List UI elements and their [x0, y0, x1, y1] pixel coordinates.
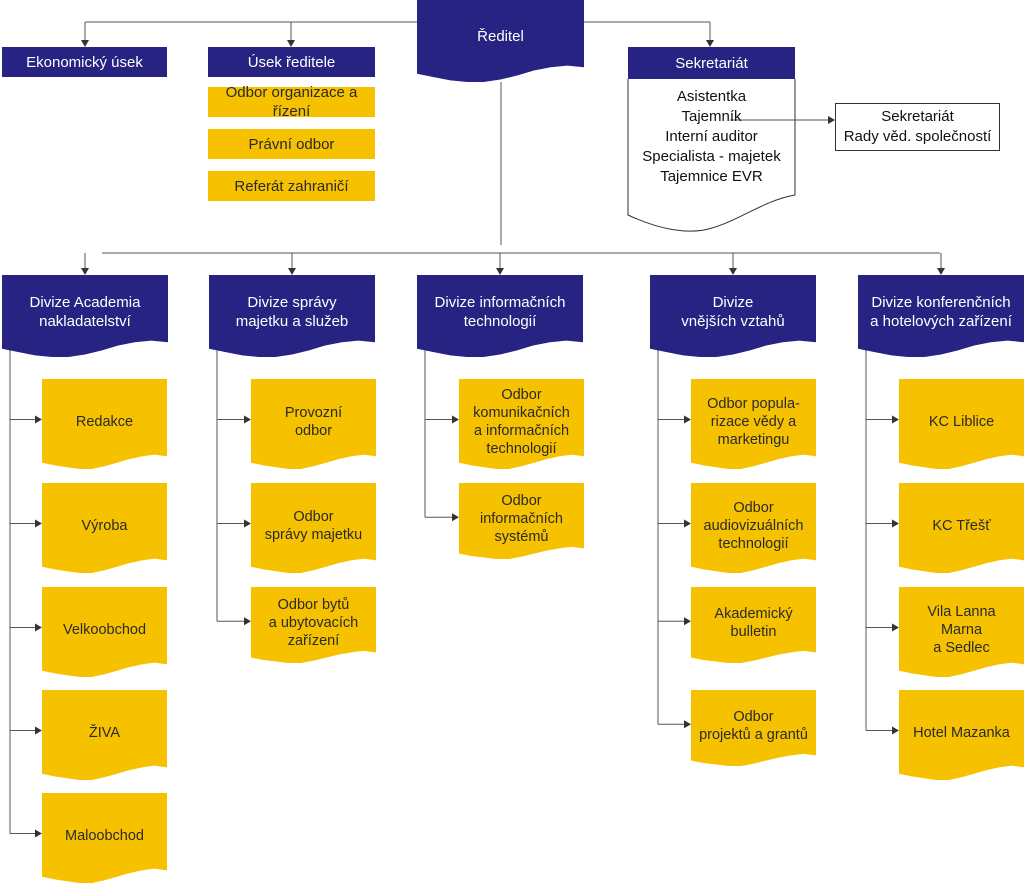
department-label: Maloobchod — [65, 827, 144, 844]
department-label: KC Třešť — [932, 517, 991, 534]
department-box: Odbor informačních systémů — [459, 483, 584, 559]
secretariat-staff-panel-outline — [627, 79, 796, 232]
department-box: Vila Lanna Marna a Sedlec — [899, 587, 1024, 677]
arrowhead-right — [35, 623, 42, 632]
department-box: Odbor popula- rizace vědy a marketingu — [691, 379, 816, 469]
arrowhead-right — [452, 415, 459, 424]
arrowhead-right — [684, 415, 691, 424]
director-office-item-label: Odbor organizace a řízení — [225, 84, 358, 120]
department-label: Odbor správy majetku — [264, 508, 363, 543]
arrowhead-right — [244, 519, 251, 528]
department-box: KC Třešť — [899, 483, 1024, 573]
arrowhead-right — [828, 116, 835, 124]
department-label: Velkoobchod — [62, 621, 147, 638]
secretariat-staff-item: Tajemník — [681, 107, 742, 125]
economic-unit-box: Ekonomický úsek — [2, 47, 167, 77]
division-header-label: Divize správy majetku a služeb — [235, 293, 349, 330]
secretariat-label: Sekretariát — [675, 54, 748, 72]
arrowhead-down — [287, 40, 295, 47]
department-label: Redakce — [75, 413, 134, 430]
department-box: Maloobchod — [42, 793, 167, 883]
division-header: Divize konferenčních a hotelových zaříze… — [858, 275, 1024, 357]
director-office-item: Odbor organizace a řízení — [208, 84, 375, 120]
division-header: Divize správy majetku a služeb — [209, 275, 375, 357]
arrowhead-right — [35, 415, 42, 424]
arrowhead-right — [892, 726, 899, 735]
department-label: KC Liblice — [928, 413, 995, 430]
arrowhead-down — [81, 268, 89, 275]
arrowhead-right — [684, 720, 691, 729]
scientific-societies-secretariat-box: Sekretariát Rady věd. společností — [835, 103, 1000, 151]
secretariat-staff-list: Asistentka Tajemník Interní auditor Spec… — [628, 79, 795, 204]
department-label: Odbor popula- rizace vědy a marketingu — [707, 395, 800, 448]
department-box: ŽIVA — [42, 690, 167, 780]
arrowhead-right — [892, 519, 899, 528]
department-label: Odbor bytů a ubytovacích zařízení — [268, 596, 359, 649]
arrowhead-right — [684, 519, 691, 528]
department-box: Odbor projektů a grantů — [691, 690, 816, 766]
director-office-label: Úsek ředitele — [247, 53, 336, 71]
division-header-label: Divize informačních technologií — [434, 293, 566, 330]
arrowhead-right — [452, 513, 459, 522]
arrowhead-down — [288, 268, 296, 275]
secretariat-box: Sekretariát — [628, 47, 795, 79]
department-label: Odbor audiovizuálních technologií — [703, 499, 804, 552]
secretariat-staff-item: Interní auditor — [665, 127, 758, 145]
arrowhead-right — [892, 415, 899, 424]
director-office-box: Úsek ředitele — [208, 47, 375, 77]
department-box: Odbor bytů a ubytovacích zařízení — [251, 587, 376, 663]
division-header-label: Divize Academia nakladatelství — [29, 293, 141, 330]
department-box: Odbor správy majetku — [251, 483, 376, 573]
division-header: Divize informačních technologií — [417, 275, 583, 357]
arrowhead-down — [937, 268, 945, 275]
division-header-label: Divize vnějších vztahů — [681, 293, 785, 330]
department-label: Hotel Mazanka — [913, 724, 1010, 741]
division-header: Divize vnějších vztahů — [650, 275, 816, 357]
department-box: Hotel Mazanka — [899, 690, 1024, 780]
arrowhead-right — [684, 617, 691, 626]
director-office-item: Právní odbor — [208, 129, 375, 159]
department-label: Provozní odbor — [284, 404, 343, 439]
department-box: Redakce — [42, 379, 167, 469]
director-office-item-label: Referát zahraničí — [234, 177, 349, 195]
director-office-item-label: Právní odbor — [248, 135, 335, 153]
department-label: Odbor projektů a grantů — [699, 708, 808, 743]
department-label: Odbor komunikačních a informačních techn… — [473, 386, 570, 457]
arrowhead-right — [35, 519, 42, 528]
department-label: Akademický bulletin — [714, 605, 793, 640]
department-label: Vila Lanna Marna a Sedlec — [927, 603, 996, 656]
department-box: Provozní odbor — [251, 379, 376, 469]
director-office-item: Referát zahraničí — [208, 171, 375, 201]
secretariat-staff-item: Tajemnice EVR — [660, 167, 763, 185]
arrowhead-right — [35, 726, 42, 735]
department-label: Výroba — [81, 517, 128, 534]
department-box: KC Liblice — [899, 379, 1024, 469]
arrowhead-right — [244, 415, 251, 424]
division-header-label: Divize konferenčních a hotelových zaříze… — [870, 293, 1012, 330]
department-label: Odbor informačních systémů — [479, 492, 563, 545]
arrowhead-right — [244, 617, 251, 626]
arrowhead-down — [729, 268, 737, 275]
department-box: Výroba — [42, 483, 167, 573]
economic-unit-label: Ekonomický úsek — [26, 53, 143, 71]
secretariat-staff-item: Specialista - majetek — [642, 147, 781, 165]
department-box: Akademický bulletin — [691, 587, 816, 663]
department-box: Odbor audiovizuálních technologií — [691, 483, 816, 573]
arrowhead-down — [706, 40, 714, 47]
division-header: Divize Academia nakladatelství — [2, 275, 168, 357]
department-box: Odbor komunikačních a informačních techn… — [459, 379, 584, 469]
secretariat-staff-item: Asistentka — [676, 87, 747, 105]
scientific-societies-secretariat-label: Sekretariát Rady věd. společností — [843, 108, 992, 145]
department-box: Velkoobchod — [42, 587, 167, 677]
arrowhead-down — [81, 40, 89, 47]
department-label: ŽIVA — [88, 724, 121, 741]
arrowhead-down — [496, 268, 504, 275]
root-director-label: Ředitel — [477, 28, 524, 45]
arrowhead-right — [35, 829, 42, 838]
arrowhead-right — [892, 623, 899, 632]
